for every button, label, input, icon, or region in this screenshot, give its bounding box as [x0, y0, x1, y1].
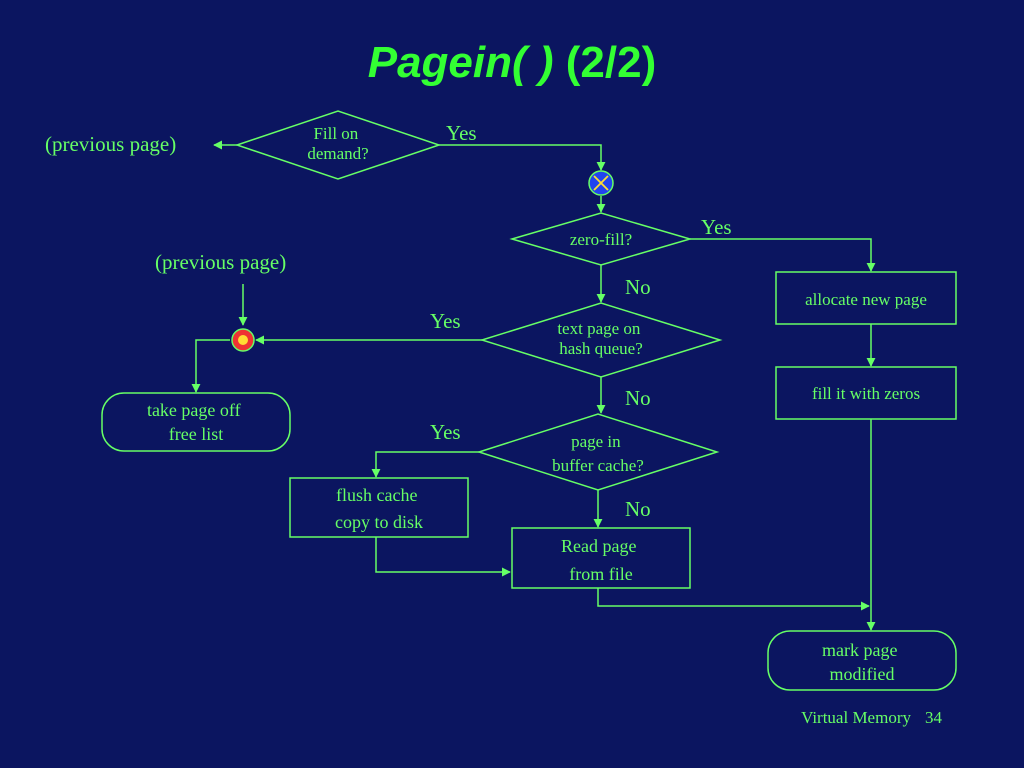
arrow-fill-yes	[439, 144, 606, 171]
page-in-buffer-diamond	[476, 413, 720, 491]
read-page-text: Read page from file	[561, 536, 641, 584]
arrow-buffer-yes	[371, 451, 479, 478]
page-in-buffer-text: page in buffer cache?	[552, 432, 644, 475]
footer-label: Virtual Memory	[801, 708, 911, 727]
zero-fill-text: zero-fill?	[570, 230, 632, 249]
fill-zeros-box	[775, 366, 957, 420]
page-number: 34	[925, 708, 942, 727]
allocate-text: allocate new page	[805, 290, 927, 309]
take-page-box	[101, 392, 291, 452]
text-page-text: text page on hash queue?	[557, 319, 644, 358]
arrow-flush-read	[375, 537, 511, 577]
no-label-text-page: No	[625, 386, 651, 410]
no-label-zero-fill: No	[625, 275, 651, 299]
arrow-connector-take-page	[191, 339, 230, 393]
arrow-zero-fill-yes	[690, 238, 876, 272]
slide-footer: Virtual Memory 34	[801, 708, 942, 728]
fill-on-demand-text: Fill on demand?	[307, 124, 368, 163]
read-page-box	[511, 527, 691, 589]
arrow-read-mark	[597, 588, 870, 611]
no-label-buffer: No	[625, 497, 651, 521]
take-page-text: take page off free list	[147, 400, 245, 444]
flush-cache-text: flush cache copy to disk	[335, 485, 423, 532]
flush-cache-box	[289, 477, 469, 538]
mark-page-box	[767, 630, 957, 691]
yes-label-text-page: Yes	[430, 309, 461, 333]
yes-label-buffer: Yes	[430, 420, 461, 444]
allocate-box	[775, 271, 957, 325]
previous-page-label-top: (previous page)	[45, 132, 176, 156]
title-part: (2/2)	[565, 38, 657, 87]
fill-zeros-text: fill it with zeros	[812, 384, 920, 403]
slide-title: Pagein( ) (2/2)	[0, 38, 1024, 88]
mark-page-text: mark page modified	[822, 640, 902, 684]
blue-x-connector	[588, 170, 614, 196]
text-page-diamond	[479, 302, 723, 378]
previous-page-label-mid: (previous page)	[155, 250, 286, 274]
red-ring-connector	[231, 328, 255, 352]
title-main: Pagein( )	[367, 38, 554, 87]
yes-label-zero-fill: Yes	[701, 215, 732, 239]
yes-label-fill: Yes	[446, 121, 477, 145]
